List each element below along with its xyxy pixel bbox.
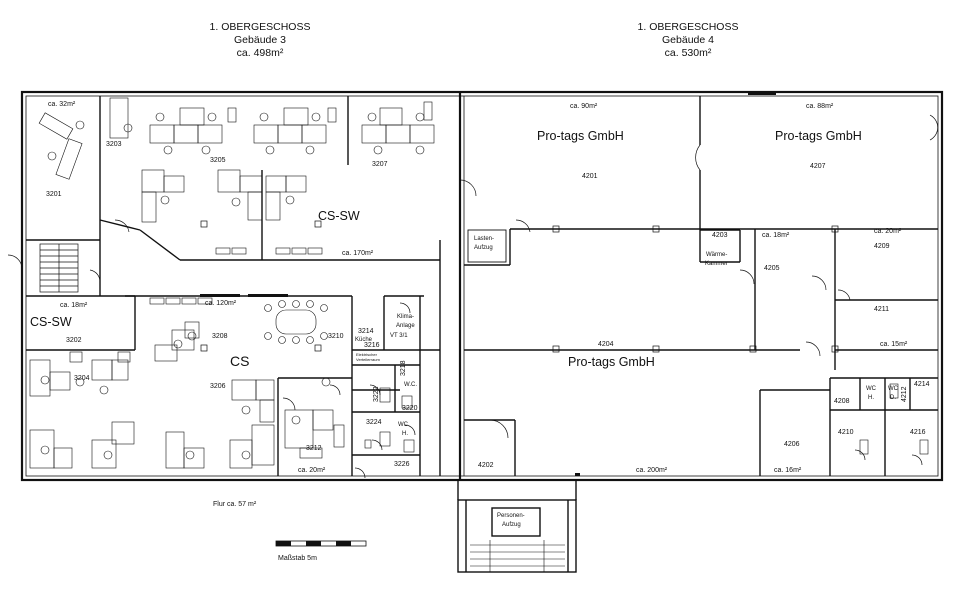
tenant-label-cs-sw-small: CS-SW bbox=[30, 315, 72, 329]
label-lasten-aufzug: Aufzug bbox=[474, 245, 493, 251]
header-floor: 1. OBERGESCHOSS bbox=[209, 21, 311, 33]
room-number: 3208 bbox=[212, 333, 228, 340]
elevator-shaft bbox=[457, 480, 577, 573]
label-klima: Anlage bbox=[396, 323, 415, 329]
elevator-stairs bbox=[470, 540, 565, 572]
furniture-chairs bbox=[40, 112, 425, 460]
room-number: 4205 bbox=[764, 265, 780, 272]
area-label: ca. 170m² bbox=[342, 250, 374, 257]
label-kueche: Küche bbox=[355, 337, 373, 343]
area-label: ca. 18m² bbox=[60, 302, 88, 309]
label-personen-aufzug: Personen- bbox=[497, 513, 525, 519]
room-number: 4208 bbox=[834, 398, 850, 405]
room-number: 4206 bbox=[784, 441, 800, 448]
room-number: 3201 bbox=[46, 191, 62, 198]
tenant-label-4201: Pro-tags GmbH bbox=[537, 129, 624, 143]
area-label: ca. 32m² bbox=[48, 101, 76, 108]
room-number: 3210 bbox=[328, 333, 344, 340]
area-label: ca. 20m² bbox=[298, 467, 326, 474]
room-number: 3204 bbox=[74, 375, 90, 382]
label-wc: WC bbox=[398, 422, 409, 428]
label-wc-d: WC bbox=[888, 386, 899, 392]
room-number: 4202 bbox=[478, 462, 494, 469]
room-number: 3203 bbox=[106, 141, 122, 148]
room-number: 4203 bbox=[712, 232, 728, 239]
tenant-label-4204: Pro-tags GmbH bbox=[568, 355, 655, 369]
scale-label: Maßstab 5m bbox=[278, 555, 317, 562]
label-wc-d: D. bbox=[890, 395, 896, 401]
room-number: 4201 bbox=[582, 173, 598, 180]
label-wc-h: H. bbox=[868, 395, 874, 401]
header-gebaeude-4: 1. OBERGESCHOSS Gebäude 4 ca. 530m² bbox=[608, 21, 768, 60]
area-label: ca. 120m² bbox=[205, 300, 237, 307]
door-swings bbox=[7, 114, 939, 479]
room-number: 3216 bbox=[364, 342, 380, 349]
room-number: 4212 bbox=[901, 386, 908, 402]
area-label: ca. 88m² bbox=[806, 103, 834, 110]
room-number: 4210 bbox=[838, 429, 854, 436]
area-label: ca. 18m² bbox=[762, 232, 790, 239]
header-floor: 1. OBERGESCHOSS bbox=[637, 21, 739, 33]
room-number: 3212 bbox=[306, 445, 322, 452]
tenant-label-4207: Pro-tags GmbH bbox=[775, 129, 862, 143]
room-number: 4209 bbox=[874, 243, 890, 250]
label-elektro: Elektrischer bbox=[356, 352, 378, 357]
room-number: 3202 bbox=[66, 337, 82, 344]
header-building: Gebäude 3 bbox=[234, 34, 286, 46]
header-gebaeude-3: 1. OBERGESCHOSS Gebäude 3 ca. 498m² bbox=[180, 21, 340, 60]
scale-bar-segments bbox=[276, 541, 351, 546]
wc-fixtures bbox=[364, 383, 929, 455]
room-number: 3206 bbox=[210, 383, 226, 390]
room-number: 4214 bbox=[914, 381, 930, 388]
room-number: 4207 bbox=[810, 163, 826, 170]
label-waerme-kammer: Kammer bbox=[705, 261, 728, 267]
outer-walls bbox=[20, 90, 944, 482]
label-vt: VT 3/1 bbox=[390, 333, 408, 339]
furniture-desks bbox=[29, 97, 435, 469]
label-wcd: W.C. bbox=[404, 382, 417, 388]
room-number: 3226 bbox=[394, 461, 410, 468]
label-klima: Klima- bbox=[397, 314, 414, 320]
label-wc-h: WC bbox=[866, 386, 877, 392]
room-number: 4211 bbox=[874, 306, 889, 313]
room-number: 3205 bbox=[210, 157, 226, 164]
window-strips bbox=[200, 92, 776, 476]
room-number: 3222 bbox=[373, 386, 380, 402]
label-personen-aufzug: Aufzug bbox=[502, 522, 521, 528]
columns bbox=[200, 220, 839, 353]
label-elektro: Verteilerraum bbox=[356, 357, 380, 362]
area-label: Flur ca. 57 m² bbox=[213, 501, 257, 508]
room-number: 4204 bbox=[598, 341, 614, 348]
label-waerme-kammer: Wärme- bbox=[706, 252, 727, 258]
room-number: 3218 bbox=[400, 360, 407, 376]
outer-wall-inner-line bbox=[25, 95, 939, 477]
room-number: 3220 bbox=[402, 405, 418, 412]
room-number: 3207 bbox=[372, 161, 388, 168]
room-number: 4216 bbox=[910, 429, 926, 436]
area-label: ca. 90m² bbox=[570, 103, 598, 110]
area-label: ca. 15m² bbox=[880, 341, 908, 348]
label-lasten-aufzug: Lasten- bbox=[474, 236, 494, 242]
tenant-label-cs-sw-main: CS-SW bbox=[318, 209, 360, 223]
label-wc-h: H. bbox=[402, 431, 408, 437]
tenant-label-cs: CS bbox=[230, 353, 249, 369]
walls-gebaeude-4 bbox=[464, 96, 938, 476]
room-number: 3214 bbox=[358, 328, 374, 335]
area-label: ca. 200m² bbox=[636, 467, 668, 474]
area-label: ca. 20m² bbox=[874, 228, 902, 235]
lasten-aufzug bbox=[467, 229, 507, 263]
header-building: Gebäude 4 bbox=[662, 34, 714, 46]
header-area: ca. 530m² bbox=[664, 47, 712, 59]
area-label: ca. 16m² bbox=[774, 467, 802, 474]
room-number: 3224 bbox=[366, 419, 382, 426]
header-area: ca. 498m² bbox=[236, 47, 284, 59]
stairs-left bbox=[39, 243, 79, 293]
